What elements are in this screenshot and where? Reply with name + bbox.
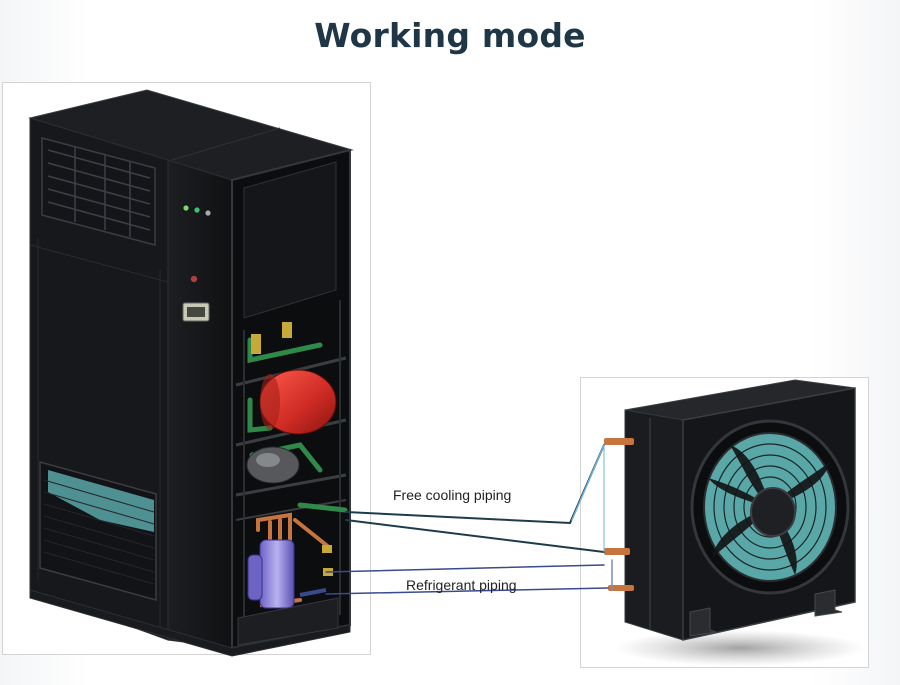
emergency-stop-icon	[190, 275, 198, 283]
unit-shadow	[615, 630, 865, 666]
refrigerant-pipe-upper	[325, 564, 605, 573]
top-air-grille	[41, 137, 156, 246]
condenser-coil-side	[624, 409, 684, 641]
outdoor-unit	[604, 379, 865, 666]
indoor-front-column	[167, 159, 233, 649]
status-light-grey-icon	[205, 210, 211, 216]
condenser-inlet-pipe	[604, 438, 634, 445]
free-cooling-piping-label: Free cooling piping	[393, 487, 512, 503]
green-water-piping	[247, 337, 348, 513]
refrigerant-pipe-lower	[325, 587, 609, 595]
connection-lines	[325, 444, 613, 595]
page-title: Working mode	[314, 16, 586, 55]
status-light-teal-icon	[194, 207, 200, 213]
compressor	[259, 539, 295, 609]
refrigerant-piping-label: Refrigerant piping	[406, 577, 517, 593]
fan-hub	[750, 487, 796, 537]
mounting-feet	[689, 589, 843, 637]
condenser-outlet-pipe-2	[608, 585, 634, 591]
free-cooling-pipe-upper	[345, 444, 605, 525]
condenser-outlet-pipe-1	[604, 548, 630, 555]
valve-fitting	[251, 334, 261, 354]
indoor-unit	[28, 89, 354, 657]
status-light-green-icon	[183, 205, 189, 211]
free-cooling-pipe-lower	[345, 519, 605, 553]
